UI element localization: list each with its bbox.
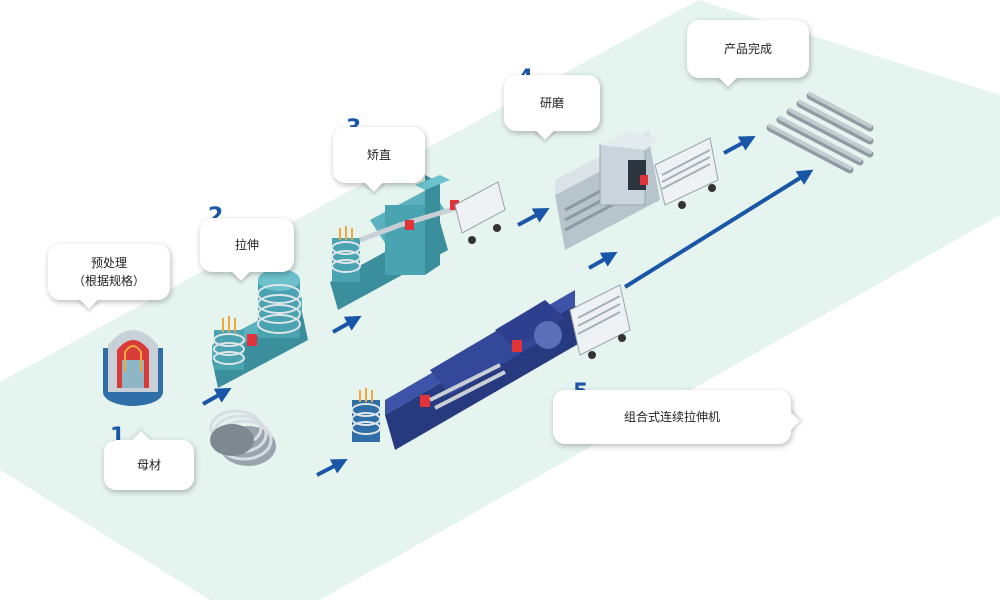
label-combined-drawing-machine: 组合式连续拉伸机 — [623, 410, 720, 424]
callout-pretreatment: 预处理 （根据规格） — [48, 244, 170, 300]
callout-straightening: 矫直 — [333, 127, 425, 183]
arrow-1-to-2 — [202, 387, 232, 406]
flow-arrows — [202, 135, 814, 477]
arrow-5-entry — [316, 459, 348, 477]
callout-grinding: 研磨 — [504, 75, 600, 131]
label-pretreatment: 预处理 — [90, 256, 127, 270]
label-raw-material: 母材 — [136, 458, 161, 472]
arrow-5-to-product — [623, 169, 814, 289]
straightening-machine — [330, 175, 506, 310]
pretreatment-furnace — [103, 330, 163, 406]
label-pretreatment-sub: （根据规格） — [72, 274, 145, 288]
label-finished-product: 产品完成 — [723, 42, 772, 56]
label-straightening: 矫直 — [366, 148, 391, 162]
drawing-machine — [212, 269, 308, 388]
arrow-2-to-3 — [332, 315, 362, 334]
callout-finished-product: 产品完成 — [687, 20, 809, 78]
finished-product-bars — [766, 92, 874, 174]
callout-combined-drawing-machine: 组合式连续拉伸机 — [553, 390, 791, 444]
raw-coil — [209, 409, 276, 466]
arrow-4-to-5 — [588, 251, 618, 270]
callout-raw-material: 母材 — [104, 440, 194, 490]
combined-drawing-machine — [351, 284, 631, 450]
callout-drawing: 拉伸 — [200, 218, 294, 272]
label-grinding: 研磨 — [539, 96, 564, 110]
arrow-3-to-4 — [517, 207, 550, 227]
arrow-4-to-product — [723, 135, 756, 155]
grinding-machine — [555, 130, 719, 250]
label-drawing: 拉伸 — [234, 238, 259, 252]
